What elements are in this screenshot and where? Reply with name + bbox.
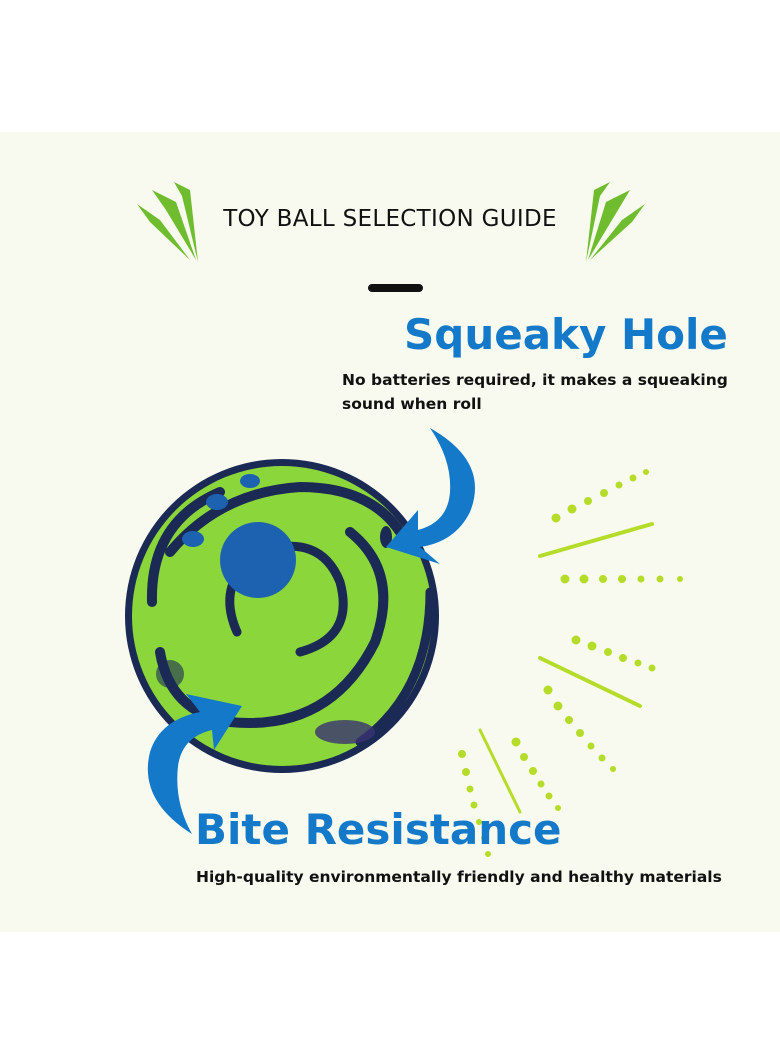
ball-image xyxy=(125,459,439,773)
illustration xyxy=(125,182,683,857)
feature-heading-bite-resistance: Bite Resistance xyxy=(195,805,562,854)
right-sparkle-icon xyxy=(586,182,645,262)
product-panel: TOY BALL SELECTION GUIDE Squeaky Hole No… xyxy=(0,132,780,932)
left-sparkle-icon xyxy=(137,182,198,262)
feature-heading-squeaky-hole: Squeaky Hole xyxy=(404,310,728,359)
feature-description-bite-resistance: High-quality environmentally friendly an… xyxy=(196,868,722,886)
motion-lines-icon xyxy=(458,469,683,857)
title-divider xyxy=(368,284,423,292)
curved-arrow-icon xyxy=(147,428,475,834)
page-title: TOY BALL SELECTION GUIDE xyxy=(223,206,557,232)
feature-description-squeaky-hole: No batteries required, it makes a squeak… xyxy=(342,371,728,413)
